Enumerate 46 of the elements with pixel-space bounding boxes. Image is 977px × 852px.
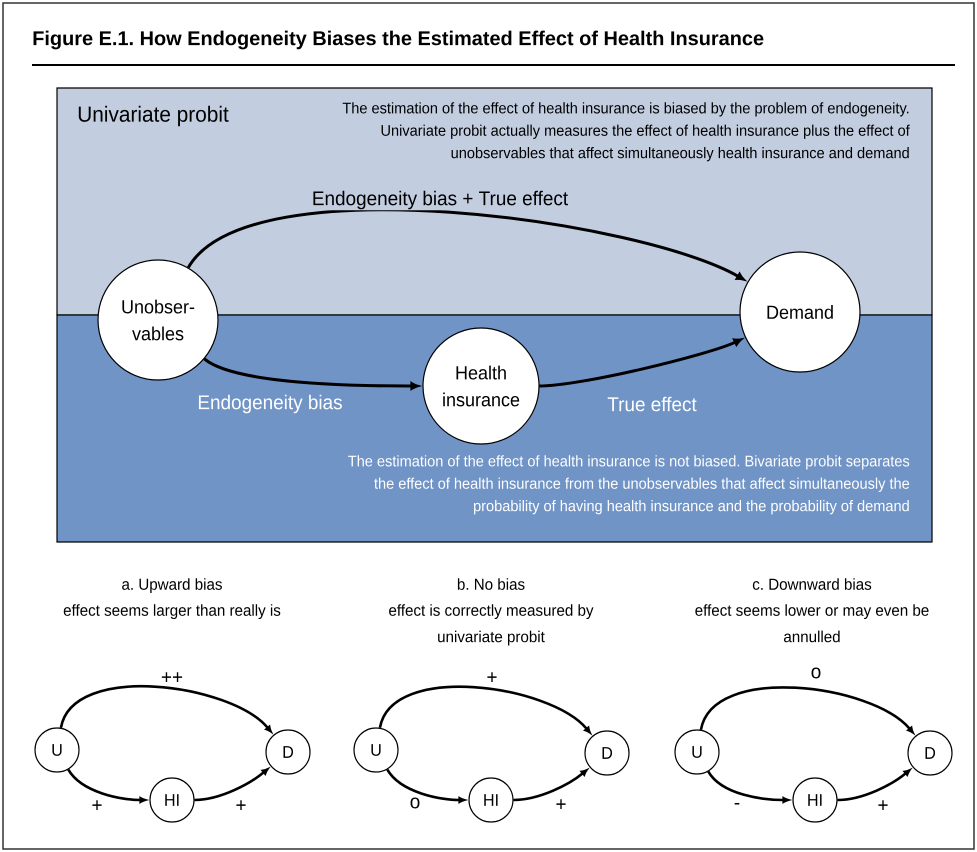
circle-node: Unobser- vables: [97, 259, 219, 381]
edge-label: Endogeneity bias: [196, 394, 344, 414]
edge-label: +: [876, 799, 890, 813]
arrow: [514, 769, 588, 802]
edge-label: o: [810, 666, 822, 680]
arrow: [700, 686, 914, 734]
arrow: [187, 208, 745, 281]
panel-caption: effect seems larger than really is: [64, 604, 280, 620]
arrow: [378, 686, 591, 734]
circle-node: D: [584, 730, 630, 776]
edge-label: +: [234, 799, 248, 813]
band-note: The estimation of the effect of health insurance is not biased. Bivariate probit separates the effect of health insurance from the unobservables that affect simultaneously the probability of having health insurance and the probability of demand: [348, 455, 910, 514]
arrow: [838, 769, 911, 802]
panel-heading: b. No bias: [458, 578, 525, 590]
circle-node: U: [353, 727, 399, 773]
figure-title: Figure E.1. How Endogeneity Biases the Estimated Effect of Health Insurance: [34, 30, 764, 50]
edge-label: ++: [160, 671, 184, 685]
edge-label: -: [732, 802, 742, 810]
panel-caption: effect is correctly measured by univariate probit: [389, 604, 594, 646]
edge-label: +: [485, 671, 499, 685]
arrow: [707, 770, 790, 804]
arrow: [60, 685, 272, 733]
panel-caption: effect seems lower or may even be annulled: [695, 604, 929, 642]
circle-node: U: [674, 729, 720, 775]
arrow: [540, 338, 742, 388]
edge-label: Endogeneity bias + True effect: [310, 190, 570, 210]
circle-node: HI: [468, 777, 514, 823]
edge-label: True effect: [606, 396, 698, 412]
arrow: [67, 768, 147, 804]
panel-heading: c. Downward bias: [752, 578, 872, 590]
circle-node: HI: [792, 777, 838, 823]
panel-heading: a. Upward bias: [122, 578, 222, 594]
circle-node: U: [34, 727, 80, 773]
circle-node: Health insurance: [422, 327, 540, 445]
edge-label: +: [554, 798, 568, 812]
circle-node: D: [907, 730, 953, 776]
arrow: [386, 768, 466, 804]
band-note: The estimation of the effect of health insurance is biased by the problem of endogeneity. Univariate probit actually measures the effect of health insurance plus the effect of unobservables that affect simultaneously health insurance and demand: [342, 102, 910, 162]
arrow: [204, 358, 420, 390]
circle-node: D: [265, 729, 311, 775]
edge-label: +: [90, 799, 104, 813]
edge-label: o: [408, 796, 422, 810]
arrow: [194, 768, 269, 802]
band-heading: Univariate probit: [78, 106, 229, 126]
circle-node: HI: [149, 777, 195, 823]
circle-node: Demand: [739, 251, 861, 373]
